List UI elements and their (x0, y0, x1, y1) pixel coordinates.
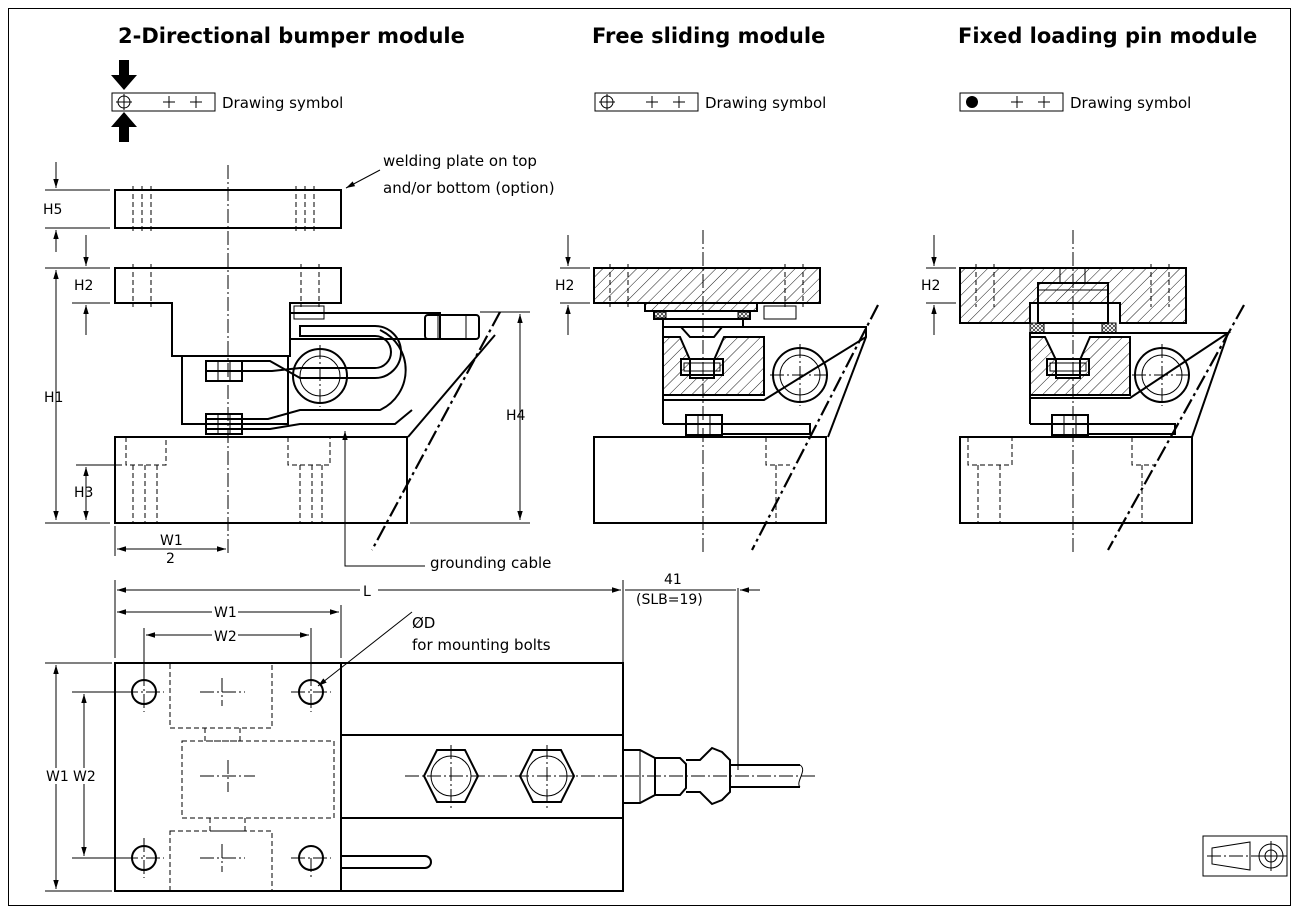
sliding-dim-H2: H2 (555, 278, 574, 294)
load-arrow-up-icon (111, 112, 137, 142)
bumper-drawing-symbol: Drawing symbol (111, 60, 343, 142)
fixed-base-plate (959, 436, 1193, 524)
title-sliding-module: Free sliding module (592, 24, 825, 48)
title-fixed-module: Fixed loading pin module (958, 24, 1257, 48)
dim-H3: H3 (74, 485, 93, 501)
load-arrow-down-icon (111, 60, 137, 90)
dim-W2-side: W2 (73, 769, 96, 785)
sliding-top-plate (593, 267, 821, 304)
strap-bolt-bottom (205, 413, 243, 435)
dim-W1-plan: W1 (214, 605, 237, 621)
plan-hex-bolt-2 (518, 749, 576, 803)
base-plate (114, 436, 408, 524)
title-bumper-module: 2-Directional bumper module (118, 24, 465, 48)
sliding-module-section: H2 (555, 230, 879, 555)
load-cell-nut (424, 314, 480, 340)
dim-W1-half-num: W1 (160, 533, 183, 549)
drawing-frame (8, 8, 1291, 906)
dim-L: L (363, 584, 371, 600)
fixed-dim-H2: H2 (921, 278, 940, 294)
bolt-note-label: for mounting bolts (412, 636, 551, 654)
dim-H2: H2 (74, 278, 93, 294)
load-cell-body (181, 355, 289, 425)
fixed-top-plate (959, 267, 1187, 324)
dim-W1-side: W1 (46, 769, 69, 785)
top-plate (114, 267, 342, 357)
plan-view (114, 662, 815, 892)
plan-dimensions: L W1 W2 41 (SLB=19) W1 W2 ØD for mountin… (45, 572, 760, 892)
dim-cable-slb: (SLB=19) (636, 592, 703, 608)
bolt-diameter-label: ØD (412, 614, 435, 632)
fixed-drawing-symbol: Drawing symbol (959, 92, 1191, 112)
strap-bolt-top (205, 360, 243, 382)
bumper-module-side-view (114, 165, 501, 555)
sliding-symbol-label: Drawing symbol (705, 94, 826, 112)
bumper-symbol-label: Drawing symbol (222, 94, 343, 112)
dim-H4: H4 (506, 408, 526, 424)
grounding-cable-note: grounding cable (430, 554, 551, 572)
bumper-dimensions: H5 H2 H1 H3 H4 W1 2 welding plate on top… (43, 152, 555, 572)
sliding-base-plate (593, 436, 827, 524)
fixed-symbol-label: Drawing symbol (1070, 94, 1191, 112)
welding-plate-note-line1: welding plate on top (383, 152, 537, 170)
bumper-strap (206, 325, 402, 379)
dim-H5: H5 (43, 202, 62, 218)
dim-H1: H1 (44, 390, 63, 406)
welding-plate-note-line2: and/or bottom (option) (383, 179, 555, 197)
fixed-module-section: H2 (921, 230, 1245, 555)
dim-W1-half-den: 2 (166, 551, 175, 567)
projection-symbol-icon (1202, 835, 1288, 877)
sliding-drawing-symbol: Drawing symbol (594, 92, 826, 112)
dim-W2-plan: W2 (214, 629, 237, 645)
dim-cable-41: 41 (664, 572, 682, 588)
